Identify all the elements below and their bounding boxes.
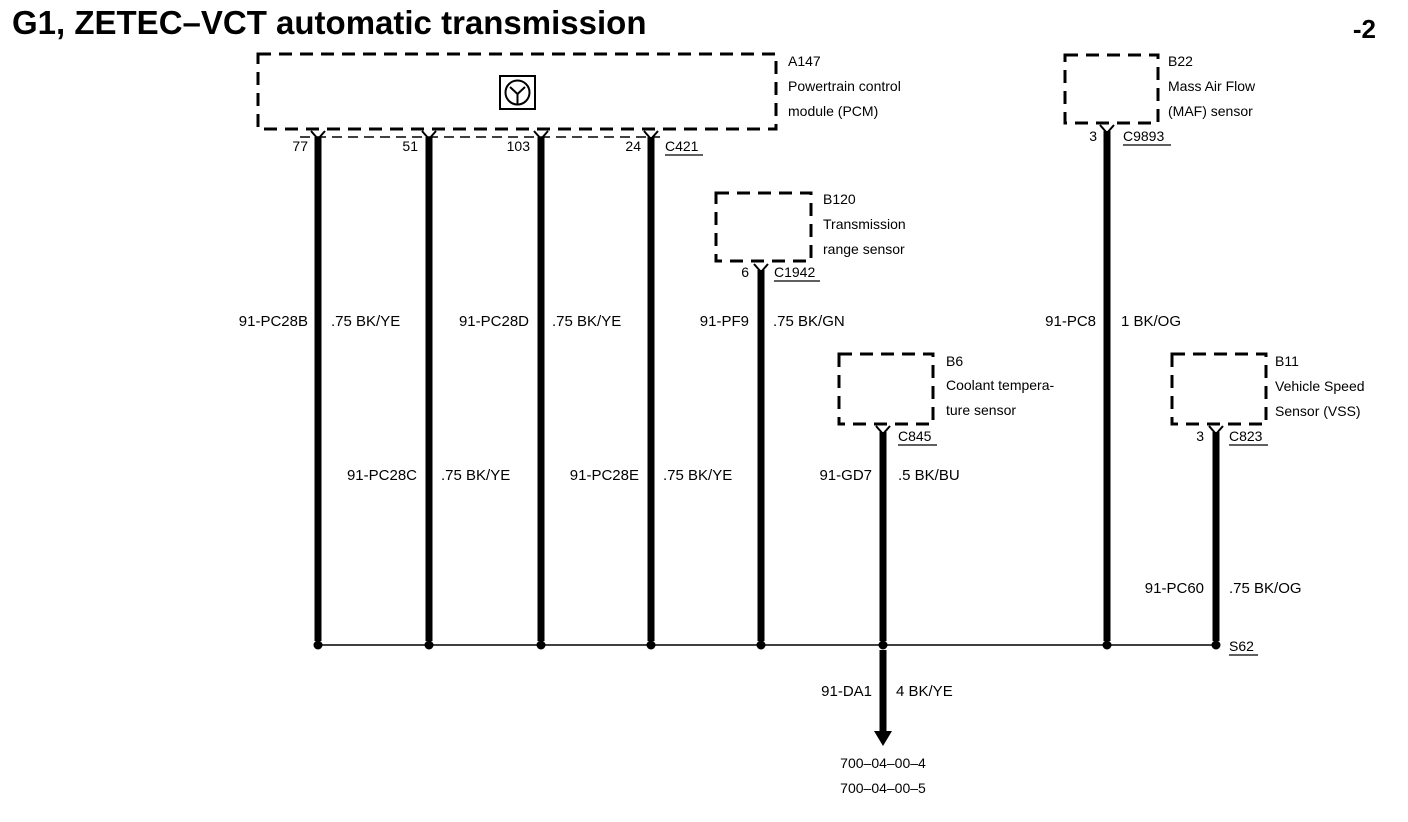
reference-2: 700–04–00–5	[840, 780, 926, 796]
maf-name-line1: Mass Air Flow	[1168, 78, 1256, 94]
page-title: G1, ZETEC–VCT automatic transmission	[12, 4, 646, 41]
ect-id: B6	[946, 353, 963, 369]
splice-nodes	[313, 640, 1221, 650]
pcm-pin-24: 24	[625, 138, 641, 154]
wire-pc60-code: 91-PC60	[1145, 580, 1204, 597]
wire-pc28b-code: 91-PC28B	[239, 313, 308, 330]
wire-pc8-spec: 1 BK/OG	[1121, 313, 1181, 330]
ect-sensor: B6 Coolant tempera- ture sensor C845	[837, 352, 1055, 446]
pcm-pin-77: 77	[292, 138, 308, 154]
vss-name-line1: Vehicle Speed	[1275, 378, 1365, 394]
ect-box	[837, 352, 935, 426]
pcm-module: A147 Powertrain control module (PCM) 77 …	[256, 52, 901, 156]
wire-gd7-code: 91-GD7	[819, 467, 872, 484]
pcm-pin-51: 51	[402, 138, 418, 154]
ect-name-line2: ture sensor	[946, 402, 1016, 418]
wire-pc28e-code: 91-PC28E	[570, 467, 639, 484]
wire-da1-code: 91-DA1	[821, 683, 872, 700]
trs-connector-label: C1942	[774, 264, 815, 280]
vss-connector-label: C823	[1229, 428, 1263, 444]
wire-pc8-code: 91-PC8	[1045, 313, 1096, 330]
ground-arrow-icon	[874, 731, 892, 746]
wire-da1-spec: 4 BK/YE	[896, 683, 953, 700]
trs-name-line2: range sensor	[823, 241, 905, 257]
ect-name-line1: Coolant tempera-	[946, 377, 1055, 393]
trs-sensor: B120 Transmission range sensor 6 C1942	[714, 191, 906, 282]
splice-label: S62	[1229, 638, 1254, 654]
wire-pc28e-spec: .75 BK/YE	[663, 467, 732, 484]
wire-pf9-spec: .75 BK/GN	[773, 313, 845, 330]
maf-connector-label: C9893	[1123, 128, 1164, 144]
trs-box	[714, 191, 813, 263]
maf-sensor: B22 Mass Air Flow (MAF) sensor 3 C9893	[1063, 53, 1256, 146]
vss-sensor: B11 Vehicle Speed Sensor (VSS) 3 C823	[1170, 352, 1365, 446]
page-number: -2	[1353, 14, 1376, 44]
wire-pc28c-spec: .75 BK/YE	[441, 467, 510, 484]
wire-pc28d-code: 91-PC28D	[459, 313, 529, 330]
pcm-connector-label: C421	[665, 138, 699, 154]
pcm-box	[256, 52, 778, 131]
maf-id: B22	[1168, 53, 1193, 69]
vss-pin: 3	[1196, 428, 1204, 444]
pcm-pin-103: 103	[507, 138, 531, 154]
wire-pc28b-spec: .75 BK/YE	[331, 313, 400, 330]
connector-marks	[310, 124, 1224, 436]
vss-box	[1170, 352, 1268, 426]
vss-name-line2: Sensor (VSS)	[1275, 403, 1361, 419]
vss-id: B11	[1275, 353, 1299, 369]
pcm-id: A147	[788, 53, 821, 69]
maf-pin: 3	[1089, 128, 1097, 144]
trs-id: B120	[823, 191, 856, 207]
maf-name-line2: (MAF) sensor	[1168, 103, 1253, 119]
wire-pc28c-code: 91-PC28C	[347, 467, 417, 484]
wire-pc28d-spec: .75 BK/YE	[552, 313, 621, 330]
pcm-symbol-icon	[499, 75, 536, 110]
trs-name-line1: Transmission	[823, 216, 906, 232]
pcm-name-line2: module (PCM)	[788, 103, 878, 119]
wire-pc60-spec: .75 BK/OG	[1229, 580, 1302, 597]
trs-pin: 6	[741, 264, 749, 280]
maf-box	[1063, 53, 1160, 125]
wire-pf9-code: 91-PF9	[700, 313, 749, 330]
wire-gd7-spec: .5 BK/BU	[898, 467, 960, 484]
reference-1: 700–04–00–4	[840, 755, 926, 771]
pcm-name-line1: Powertrain control	[788, 78, 901, 94]
ect-connector-label: C845	[898, 428, 932, 444]
